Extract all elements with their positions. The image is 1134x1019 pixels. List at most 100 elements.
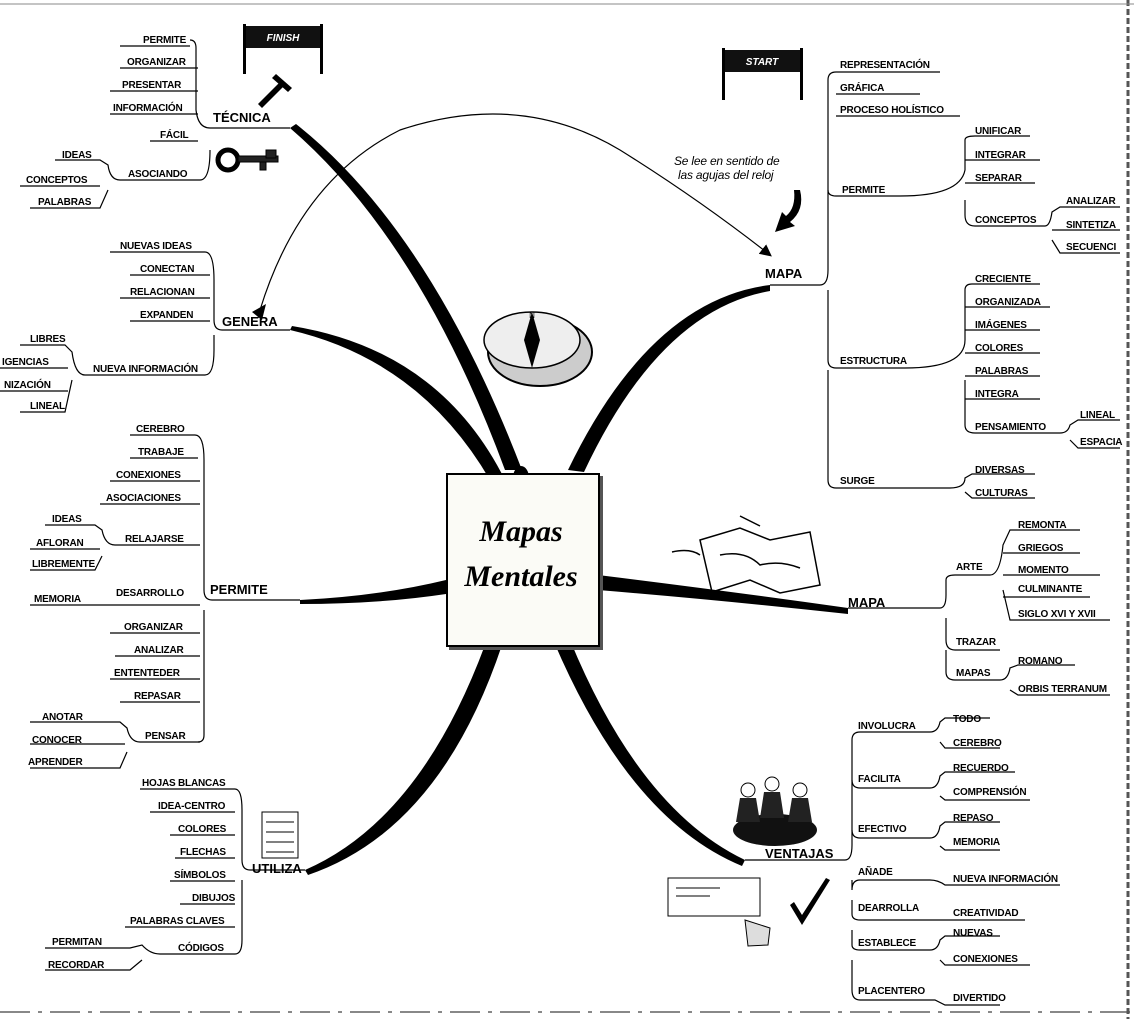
nueva-item: LINEAL (30, 401, 65, 412)
arte-item: CULMINANTE (1018, 584, 1083, 595)
conceptos-item: ANALIZAR (1066, 196, 1116, 207)
estructura-item: ORGANIZADA (975, 297, 1041, 308)
map-scroll-icon (671, 515, 821, 594)
anade-item: NUEVA INFORMACIÓN (953, 874, 1058, 885)
utiliza-item: DIBUJOS (192, 893, 236, 904)
surge-item: DIVERSAS (975, 465, 1025, 476)
desarrollo-label: DESARROLLO (116, 588, 185, 599)
utiliza-item: COLORES (178, 824, 227, 835)
genera-item: CONECTAN (140, 264, 195, 275)
relajarse-item: LIBREMENTE (32, 559, 96, 570)
asociando-label: ASOCIANDO (128, 169, 188, 180)
relajarse-label: RELAJARSE (125, 534, 184, 545)
estructura-item: IMÁGENES (975, 320, 1027, 331)
mapa-permite-item: UNIFICAR (975, 126, 1022, 137)
permite-item: ASOCIACIONES (106, 493, 181, 504)
arte-item: REMONTA (1018, 520, 1067, 531)
central-topic-card (446, 473, 600, 647)
codigos-label: CÓDIGOS (178, 943, 224, 954)
svg-text:FINISH: FINISH (267, 33, 301, 44)
pensamiento-item: ESPACIA (1080, 437, 1123, 448)
branch-genera: GENERA (222, 314, 278, 329)
efectivo-item: REPASO (953, 813, 994, 824)
tecnica-item: FÁCIL (160, 130, 189, 141)
branch-utiliza: UTILIZA (252, 861, 302, 876)
mapa-top-item: REPRESENTACIÓN (840, 60, 930, 71)
establece-label: ESTABLECE (858, 938, 917, 949)
involucra-item: TODO (953, 714, 981, 725)
involucra-label: INVOLUCRA (858, 721, 916, 732)
facilita-item: COMPRENSIÓN (953, 787, 1027, 798)
estructura-label: ESTRUCTURA (840, 356, 907, 367)
branch-ventajas: VENTAJAS (765, 846, 834, 861)
hand-paper-icon (667, 877, 771, 947)
svg-text:START: START (746, 57, 779, 68)
tecnica-item: PERMITE (143, 35, 187, 46)
codigos-item: RECORDAR (48, 960, 105, 971)
conceptos-label: CONCEPTOS (975, 215, 1037, 226)
nueva-item: LIBRES (30, 334, 66, 345)
nueva-item: IGENCIAS (2, 357, 49, 368)
asociando-item: CONCEPTOS (26, 175, 88, 186)
estructura-item: COLORES (975, 343, 1024, 354)
tecnica-item: PRESENTAR (122, 80, 182, 91)
reading-note-line1: Se lee en sentido de (674, 154, 780, 168)
utiliza-item: SÍMBOLOS (174, 870, 226, 881)
pensar-item: APRENDER (28, 757, 83, 768)
codigos-item: PERMITAN (52, 937, 102, 948)
estructura-item: PALABRAS (975, 366, 1029, 377)
permite-item: TRABAJE (138, 447, 184, 458)
tecnica-item: ORGANIZAR (127, 57, 186, 68)
mapa-permite-label: PERMITE (842, 185, 886, 196)
branch-tecnica: TÉCNICA (213, 110, 271, 125)
permite-item2: REPASAR (134, 691, 181, 702)
conceptos-item: SINTETIZA (1066, 220, 1116, 231)
relajarse-item: IDEAS (52, 514, 82, 525)
central-title-line1: Mapas (479, 515, 563, 548)
mapas-item: ROMANO (1018, 656, 1063, 667)
people-table-icon (733, 776, 817, 846)
mapas-label: MAPAS (956, 668, 991, 679)
estructura-item: CRECIENTE (975, 274, 1031, 285)
tecnica-item: INFORMACIÓN (113, 103, 183, 114)
svg-text:N: N (529, 311, 535, 320)
arte-item: GRIEGOS (1018, 543, 1064, 554)
start-flag-icon: START (722, 48, 803, 100)
permite-item: CEREBRO (136, 424, 185, 435)
utiliza-item: HOJAS BLANCAS (142, 778, 226, 789)
hammer-icon (258, 74, 292, 108)
establece-item: CONEXIONES (953, 954, 1018, 965)
mapa-permite-item: SEPARAR (975, 173, 1022, 184)
utiliza-item: IDEA-CENTRO (158, 801, 226, 812)
estructura-item: INTEGRA (975, 389, 1019, 400)
reading-note-line2: las agujas del reloj (678, 168, 774, 182)
genera-item: NUEVAS IDEAS (120, 241, 192, 252)
pensamiento-label: PENSAMIENTO (975, 422, 1046, 433)
anade-label: AÑADE (858, 867, 893, 878)
trazar-label: TRAZAR (956, 637, 996, 648)
permite-item2: ENTENTEDER (114, 668, 180, 679)
utiliza-item: FLECHAS (180, 847, 226, 858)
placentero-item: DIVERTIDO (953, 993, 1006, 1004)
permite-item: CONEXIONES (116, 470, 181, 481)
branch-mapa: MAPA (765, 266, 803, 281)
involucra-item: CEREBRO (953, 738, 1002, 749)
desarrolla-label: DEARROLLA (858, 903, 919, 914)
nueva-item: NIZACIÓN (4, 380, 51, 391)
memoria-label: MEMORIA (34, 594, 81, 605)
checkmark-icon (790, 878, 830, 925)
pensar-item: CONOCER (32, 735, 82, 746)
arte-label: ARTE (956, 562, 983, 573)
efectivo-label: EFECTIVO (858, 824, 907, 835)
establece-item: NUEVAS (953, 928, 993, 939)
mapa-top-item: GRÁFICA (840, 83, 885, 94)
asociando-item: PALABRAS (38, 197, 92, 208)
curved-arrow-icon (775, 190, 802, 232)
genera-item: EXPANDEN (140, 310, 194, 321)
mapa-top-item: PROCESO HOLÍSTICO (840, 105, 944, 116)
facilita-label: FACILITA (858, 774, 901, 785)
compass-icon: N (483, 311, 593, 387)
nueva-informacion-label: NUEVA INFORMACIÓN (93, 364, 198, 375)
central-title-line2: Mentales (464, 560, 578, 593)
